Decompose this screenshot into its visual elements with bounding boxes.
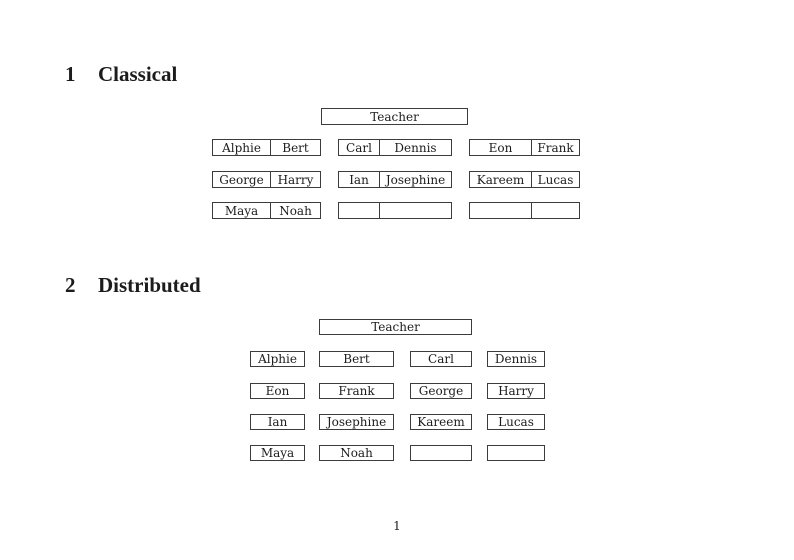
- section-number: 1: [65, 62, 76, 86]
- seat-box: Kareem: [410, 414, 472, 430]
- desk-seat-right: Frank: [537, 140, 574, 155]
- desk-seat-empty: [532, 203, 579, 218]
- desk-seat-left: George: [213, 172, 271, 187]
- desk-box: Carl Dennis: [338, 139, 452, 156]
- desk-seat-right: Bert: [282, 140, 309, 155]
- desk-seat-empty: [339, 203, 380, 218]
- seat-box-empty: [487, 445, 545, 461]
- seat-box: Frank: [319, 383, 394, 399]
- desk-seat-left: Alphie: [213, 140, 271, 155]
- seat-box: Bert: [319, 351, 394, 367]
- desk-seat-right: Noah: [279, 203, 312, 218]
- desk-seat-right: Lucas: [537, 172, 574, 187]
- seat-box: Noah: [319, 445, 394, 461]
- desk-box: Alphie Bert: [212, 139, 321, 156]
- desk-box: Maya Noah: [212, 202, 321, 219]
- section-heading-distributed: 2 Distributed: [65, 275, 201, 296]
- seat-box: Maya: [250, 445, 305, 461]
- desk-box: George Harry: [212, 171, 321, 188]
- seat-box: Harry: [487, 383, 545, 399]
- desk-box: [338, 202, 452, 219]
- page-number: 1: [393, 519, 401, 533]
- desk-box: Eon Frank: [469, 139, 580, 156]
- seat-box: George: [410, 383, 472, 399]
- desk-seat-left: Ian: [339, 172, 380, 187]
- desk-seat-left: Eon: [470, 140, 532, 155]
- desk-seat-right: Josephine: [385, 172, 446, 187]
- desk-box: Ian Josephine: [338, 171, 452, 188]
- seat-box: Eon: [250, 383, 305, 399]
- desk-seat-left: Kareem: [470, 172, 532, 187]
- seat-box: Lucas: [487, 414, 545, 430]
- teacher-box: Teacher: [321, 108, 468, 125]
- teacher-box: Teacher: [319, 319, 472, 335]
- seat-box: Ian: [250, 414, 305, 430]
- section-number: 2: [65, 273, 76, 297]
- desk-box: [469, 202, 580, 219]
- desk-box: Kareem Lucas: [469, 171, 580, 188]
- section-title: Classical: [98, 62, 178, 86]
- desk-seat-left: Carl: [339, 140, 380, 155]
- desk-seat-left: Maya: [213, 203, 271, 218]
- desk-seat-empty: [470, 203, 532, 218]
- section-title: Distributed: [98, 273, 201, 297]
- seat-box-empty: [410, 445, 472, 461]
- section-heading-classical: 1 Classical: [65, 64, 177, 85]
- desk-seat-right: Harry: [277, 172, 314, 187]
- seat-box: Carl: [410, 351, 472, 367]
- seat-box: Alphie: [250, 351, 305, 367]
- desk-seat-empty: [380, 203, 451, 218]
- desk-seat-right: Dennis: [394, 140, 437, 155]
- seat-box: Dennis: [487, 351, 545, 367]
- seat-box: Josephine: [319, 414, 394, 430]
